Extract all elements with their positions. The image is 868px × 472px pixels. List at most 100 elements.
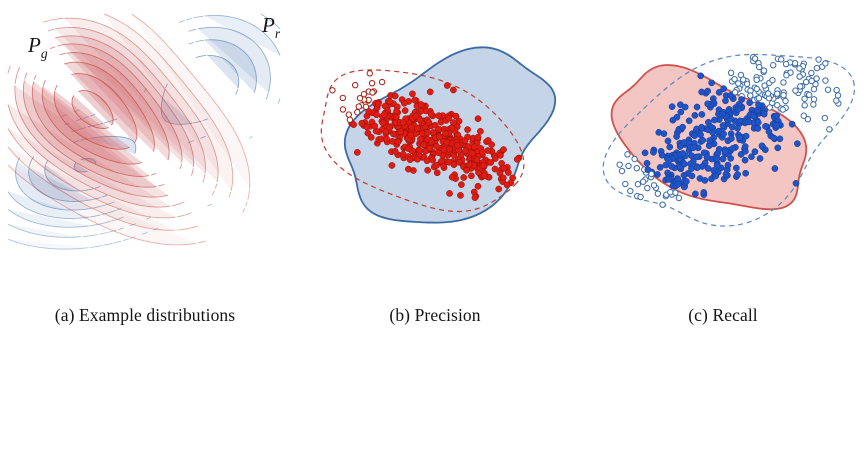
contour-level-4: [89, 114, 96, 117]
sample-point-inside: [680, 160, 688, 168]
sample-point-inside: [461, 137, 469, 145]
sample-point-outside: [782, 97, 789, 105]
sample-point-inside: [433, 143, 441, 150]
sample-point-inside: [406, 156, 414, 164]
sample-point-outside: [769, 62, 777, 69]
sample-point-inside: [703, 153, 711, 161]
contour-level-5: [179, 163, 182, 170]
sample-point-outside: [804, 116, 812, 123]
contour-level-0: [207, 203, 213, 207]
sample-point-inside: [474, 115, 482, 123]
sample-point-inside: [776, 135, 784, 143]
sample-point-inside: [679, 123, 687, 131]
sample-point-inside: [452, 112, 460, 120]
sample-point-inside: [457, 192, 464, 199]
sample-point-inside: [422, 107, 430, 115]
sample-point-outside: [753, 76, 760, 84]
contour-level-3: [172, 203, 180, 207]
sample-point-inside: [353, 149, 361, 156]
sample-point-inside: [665, 176, 673, 183]
sample-point-inside: [487, 159, 495, 166]
sample-point-inside: [656, 164, 664, 171]
contour-level-4: [17, 66, 21, 74]
sample-point-inside: [754, 106, 762, 114]
sample-point-inside: [433, 169, 441, 177]
contour-level-6: [195, 55, 207, 58]
sample-point-inside: [388, 138, 396, 145]
sample-point-inside: [496, 169, 504, 177]
contour-level-0: [247, 189, 250, 200]
sample-point-outside: [801, 95, 808, 102]
sample-point-inside: [788, 120, 796, 128]
sample-point-outside: [644, 184, 651, 192]
sample-point-outside: [783, 72, 790, 79]
sample-point-inside: [736, 134, 743, 142]
sample-point-inside: [701, 177, 709, 184]
sample-point-inside: [674, 180, 682, 188]
contour-level-3: [54, 26, 206, 174]
contour-level-2: [101, 221, 111, 224]
sample-point-inside: [692, 190, 699, 198]
contour-level-3: [179, 201, 185, 205]
sample-point-inside: [365, 108, 373, 115]
sample-point-outside: [802, 78, 810, 86]
contour-level-1: [99, 231, 109, 235]
contour-level-5: [111, 118, 118, 122]
sample-point-inside: [443, 138, 451, 146]
sample-point-inside: [698, 123, 705, 131]
sample-point-inside: [658, 151, 666, 159]
sample-point-inside: [491, 155, 499, 162]
caption-panel-a: (a) Example distributions: [54, 305, 236, 325]
contour-level-2: [118, 216, 124, 220]
contour-level-5: [94, 122, 104, 126]
contour-level-3: [202, 173, 206, 183]
sample-point-inside: [698, 88, 706, 96]
contour-level-7: [64, 61, 155, 152]
sample-point-outside: [764, 90, 772, 97]
sample-point-outside: [773, 90, 781, 97]
sample-point-inside: [666, 143, 674, 151]
contour-level-2: [211, 190, 215, 196]
contour-level-4: [92, 205, 102, 209]
contour-level-1: [146, 216, 152, 220]
sample-point-outside: [769, 76, 776, 84]
sample-point-inside: [641, 149, 649, 157]
contour-level-0: [90, 245, 103, 248]
contour-level-0: [129, 236, 136, 239]
sample-point-outside: [780, 79, 787, 86]
sample-point-inside: [500, 146, 507, 153]
sample-point-inside: [712, 172, 720, 180]
sample-point-inside: [727, 115, 735, 123]
contour-level-1: [7, 223, 82, 238]
sample-point-inside: [668, 103, 676, 111]
sample-point-outside: [822, 77, 829, 84]
contour-level-3: [204, 15, 281, 56]
contour-level-3: [47, 28, 54, 32]
sample-point-inside: [424, 166, 431, 174]
panel-recall: (c) Recall: [578, 0, 868, 472]
contour-level-5: [104, 120, 112, 124]
sample-point-inside: [713, 162, 721, 169]
sample-point-inside: [655, 129, 663, 136]
contour-level-1: [108, 229, 117, 233]
sample-point-inside: [754, 119, 762, 126]
sample-point-inside: [394, 138, 402, 146]
sample-point-outside: [826, 126, 833, 133]
sample-point-inside: [474, 133, 482, 141]
sample-point-inside: [443, 82, 451, 89]
sample-point-outside: [625, 162, 632, 170]
contour-level-5: [24, 72, 28, 80]
sample-point-inside: [770, 134, 778, 142]
contour-level-5: [28, 156, 35, 167]
sample-point-outside: [810, 85, 818, 93]
sample-point-inside: [426, 144, 434, 152]
contour-level-6: [235, 88, 239, 95]
contour-level-6: [80, 138, 89, 141]
contour-level-4: [265, 92, 269, 100]
sample-point-outside: [618, 167, 626, 175]
contour-level-1: [228, 191, 232, 198]
contour-level-2: [64, 17, 219, 183]
sample-point-inside: [756, 155, 764, 162]
sample-point-inside: [416, 116, 424, 124]
sample-point-outside: [351, 81, 359, 89]
